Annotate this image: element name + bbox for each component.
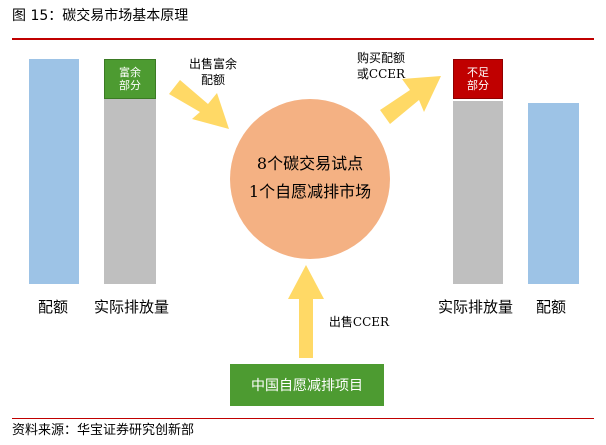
sell-surplus-note: 出售富余 配额 (188, 57, 237, 87)
bottom-rule (12, 418, 594, 419)
voluntary-project-box: 中国自愿减排项目 (230, 364, 384, 406)
right-actual-emission-bar (453, 101, 503, 284)
left-actual-label: 实际排放量 (94, 298, 170, 316)
top-rule (12, 38, 594, 40)
shortage-tag: 不足 部分 (453, 59, 503, 99)
surplus-tag: 富余 部分 (104, 59, 156, 99)
sell-surplus-arrow (169, 80, 229, 129)
carbon-market-circle (230, 99, 390, 259)
source-note: 资料来源：华宝证券研究创新部 (12, 423, 195, 438)
carbon-market-label: 8个碳交易试点 1个自愿减排市场 (230, 150, 390, 206)
sell-ccer-arrow (288, 265, 324, 358)
left-quota-bar (29, 59, 79, 284)
right-quota-label: 配额 (536, 298, 567, 316)
sell-ccer-note: 出售CCER (328, 315, 390, 329)
figure-caption: 图 15：碳交易市场基本原理 (12, 8, 189, 24)
voluntary-market-text: 1个自愿减排市场 (248, 182, 372, 201)
right-actual-label: 实际排放量 (438, 298, 514, 316)
right-quota-bar (528, 103, 579, 284)
buy-arrow (380, 76, 441, 124)
left-actual-emission-bar (104, 99, 156, 284)
left-quota-label: 配额 (38, 298, 69, 316)
buy-note: 购买配额 或CCER (356, 51, 406, 81)
pilot-markets-text: 8个碳交易试点 (256, 154, 364, 173)
